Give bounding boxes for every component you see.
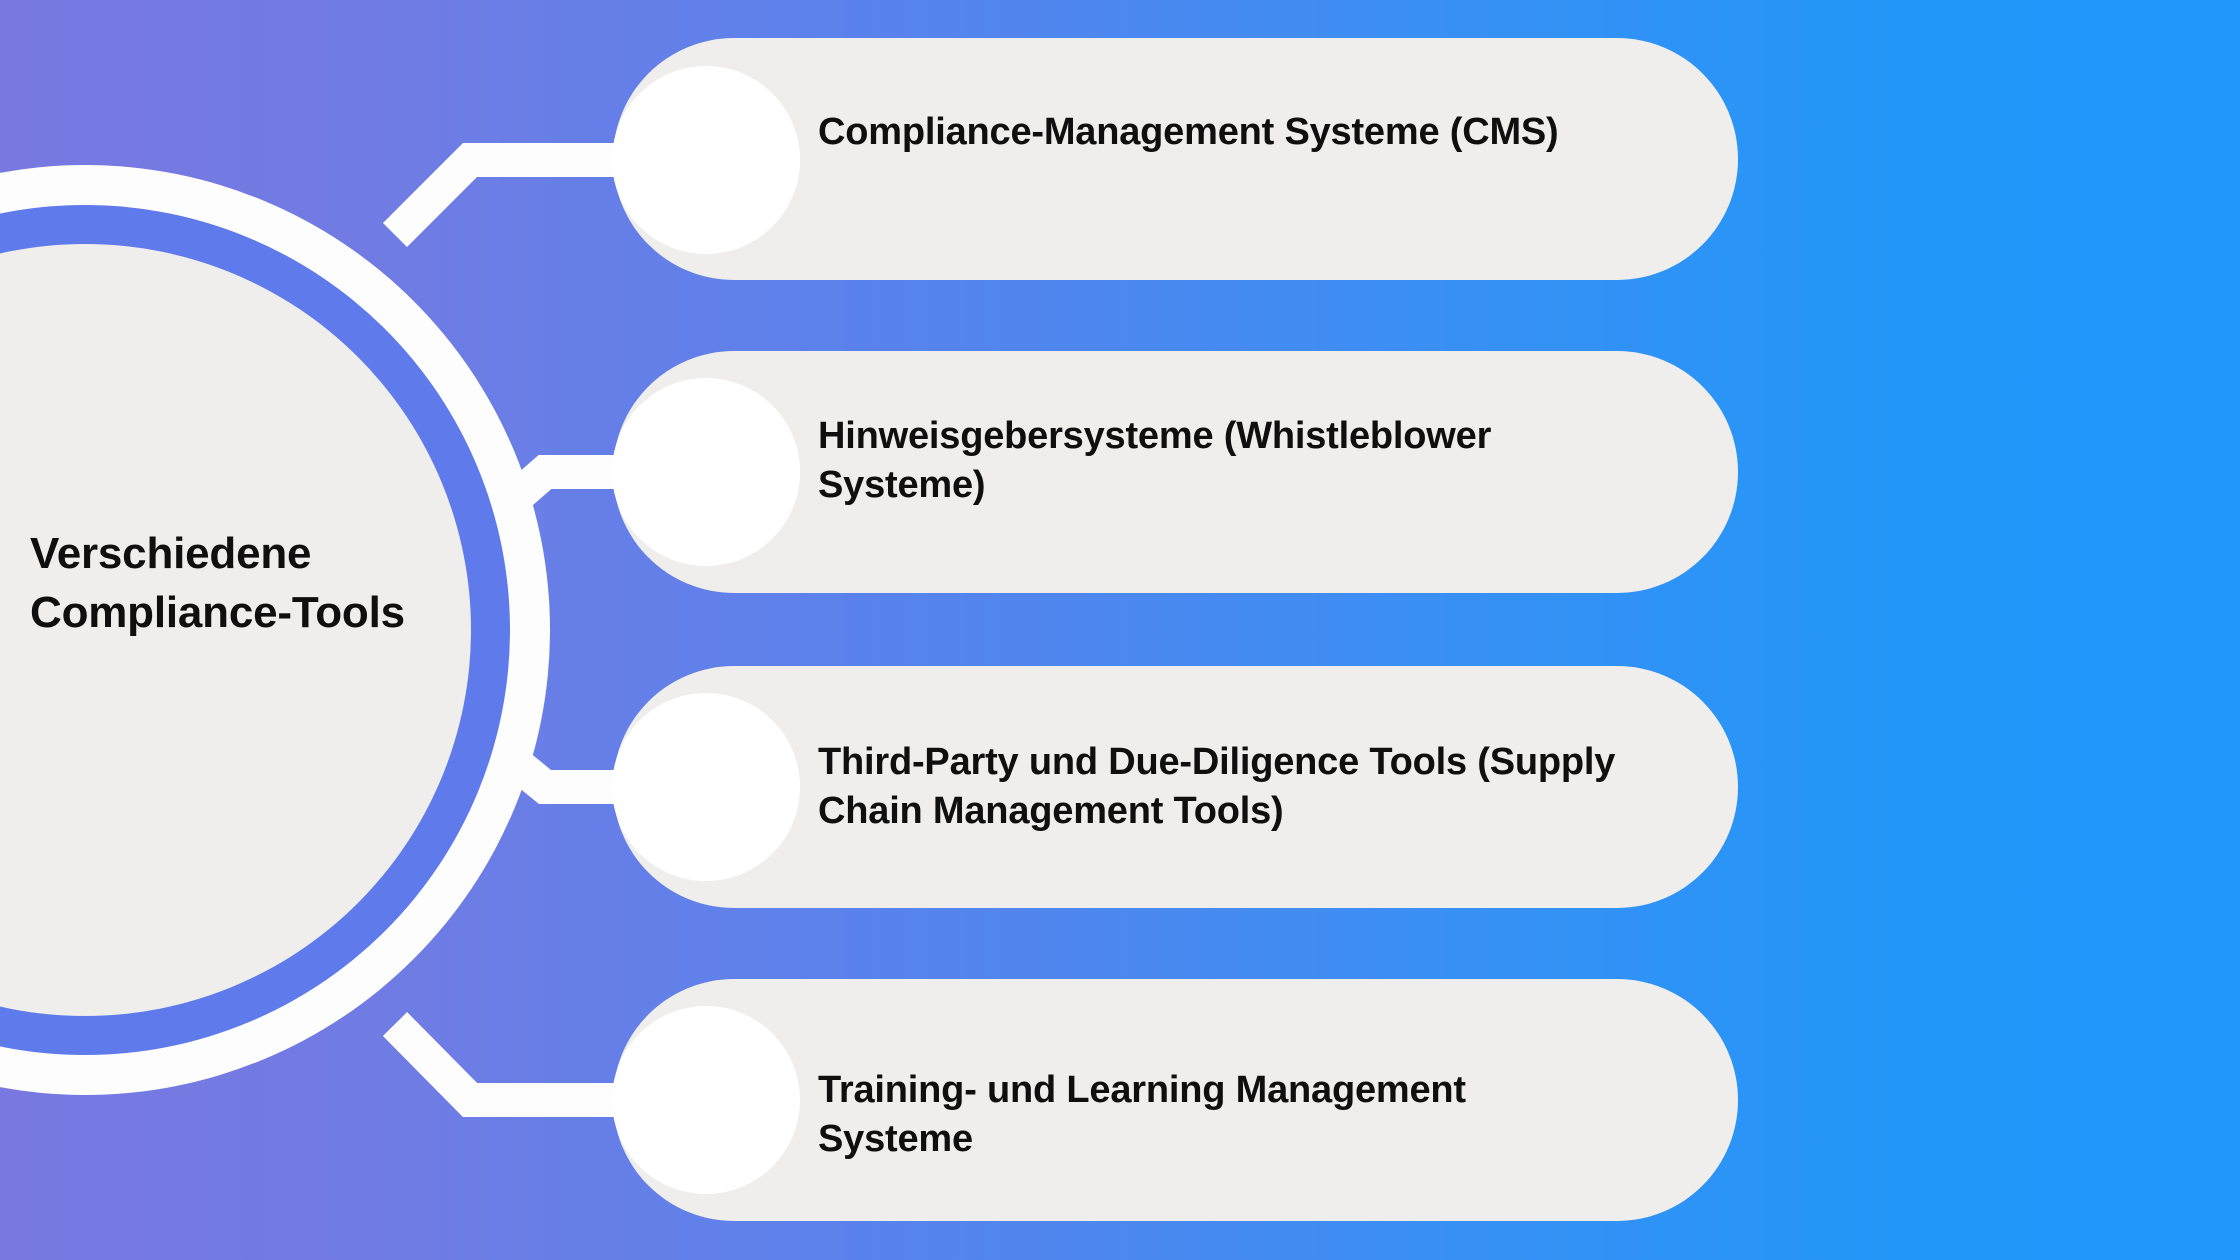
branch-card-3[interactable] [613,666,1738,908]
hub-label: Verschiedene Compliance-Tools [30,529,405,637]
node-marker-group [612,66,800,1194]
branch-label-1: Compliance-Management Systeme (CMS) [818,111,1559,153]
branch-cards-group [613,38,1738,1221]
node-bullet-icon-3 [612,693,800,881]
branch-card-1[interactable] [613,38,1738,280]
hub-node[interactable] [0,165,550,1095]
node-bullet-icon-2 [612,378,800,566]
branch-card-2[interactable] [613,351,1738,593]
branch-label-2: Hinweisgebersysteme (Whistleblower Syste… [818,415,1492,506]
branch-label-3: Third-Party und Due-Diligence Tools (Sup… [818,741,1616,832]
node-bullet-icon-1 [612,66,800,254]
hub-face [0,244,471,1016]
branch-card-4[interactable] [613,979,1738,1221]
branch-label-4: Training- und Learning Management System… [818,1069,1466,1160]
node-bullet-icon-4 [612,1006,800,1194]
